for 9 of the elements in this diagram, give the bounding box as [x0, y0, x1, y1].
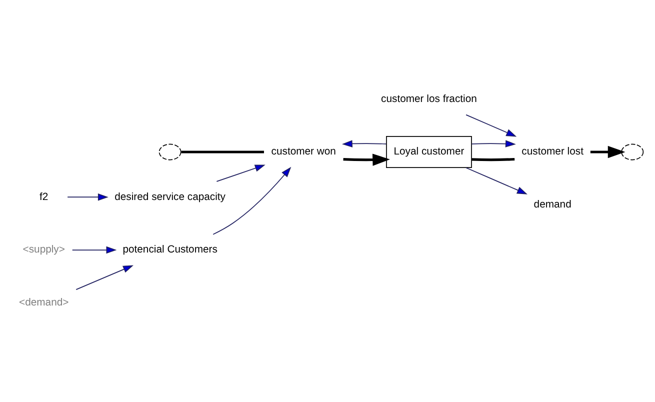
node-text: f2 — [40, 192, 48, 203]
node-text: <demand> — [19, 298, 69, 309]
node-text: customer won — [271, 146, 336, 158]
node-text: customer los fraction — [381, 94, 477, 105]
node-text: <supply> — [22, 244, 65, 256]
node-text: desired service capacity — [114, 192, 226, 203]
node-text: demand — [534, 200, 572, 211]
node-text: potencial Customers — [122, 244, 218, 256]
node-text: customer lost — [522, 146, 584, 158]
